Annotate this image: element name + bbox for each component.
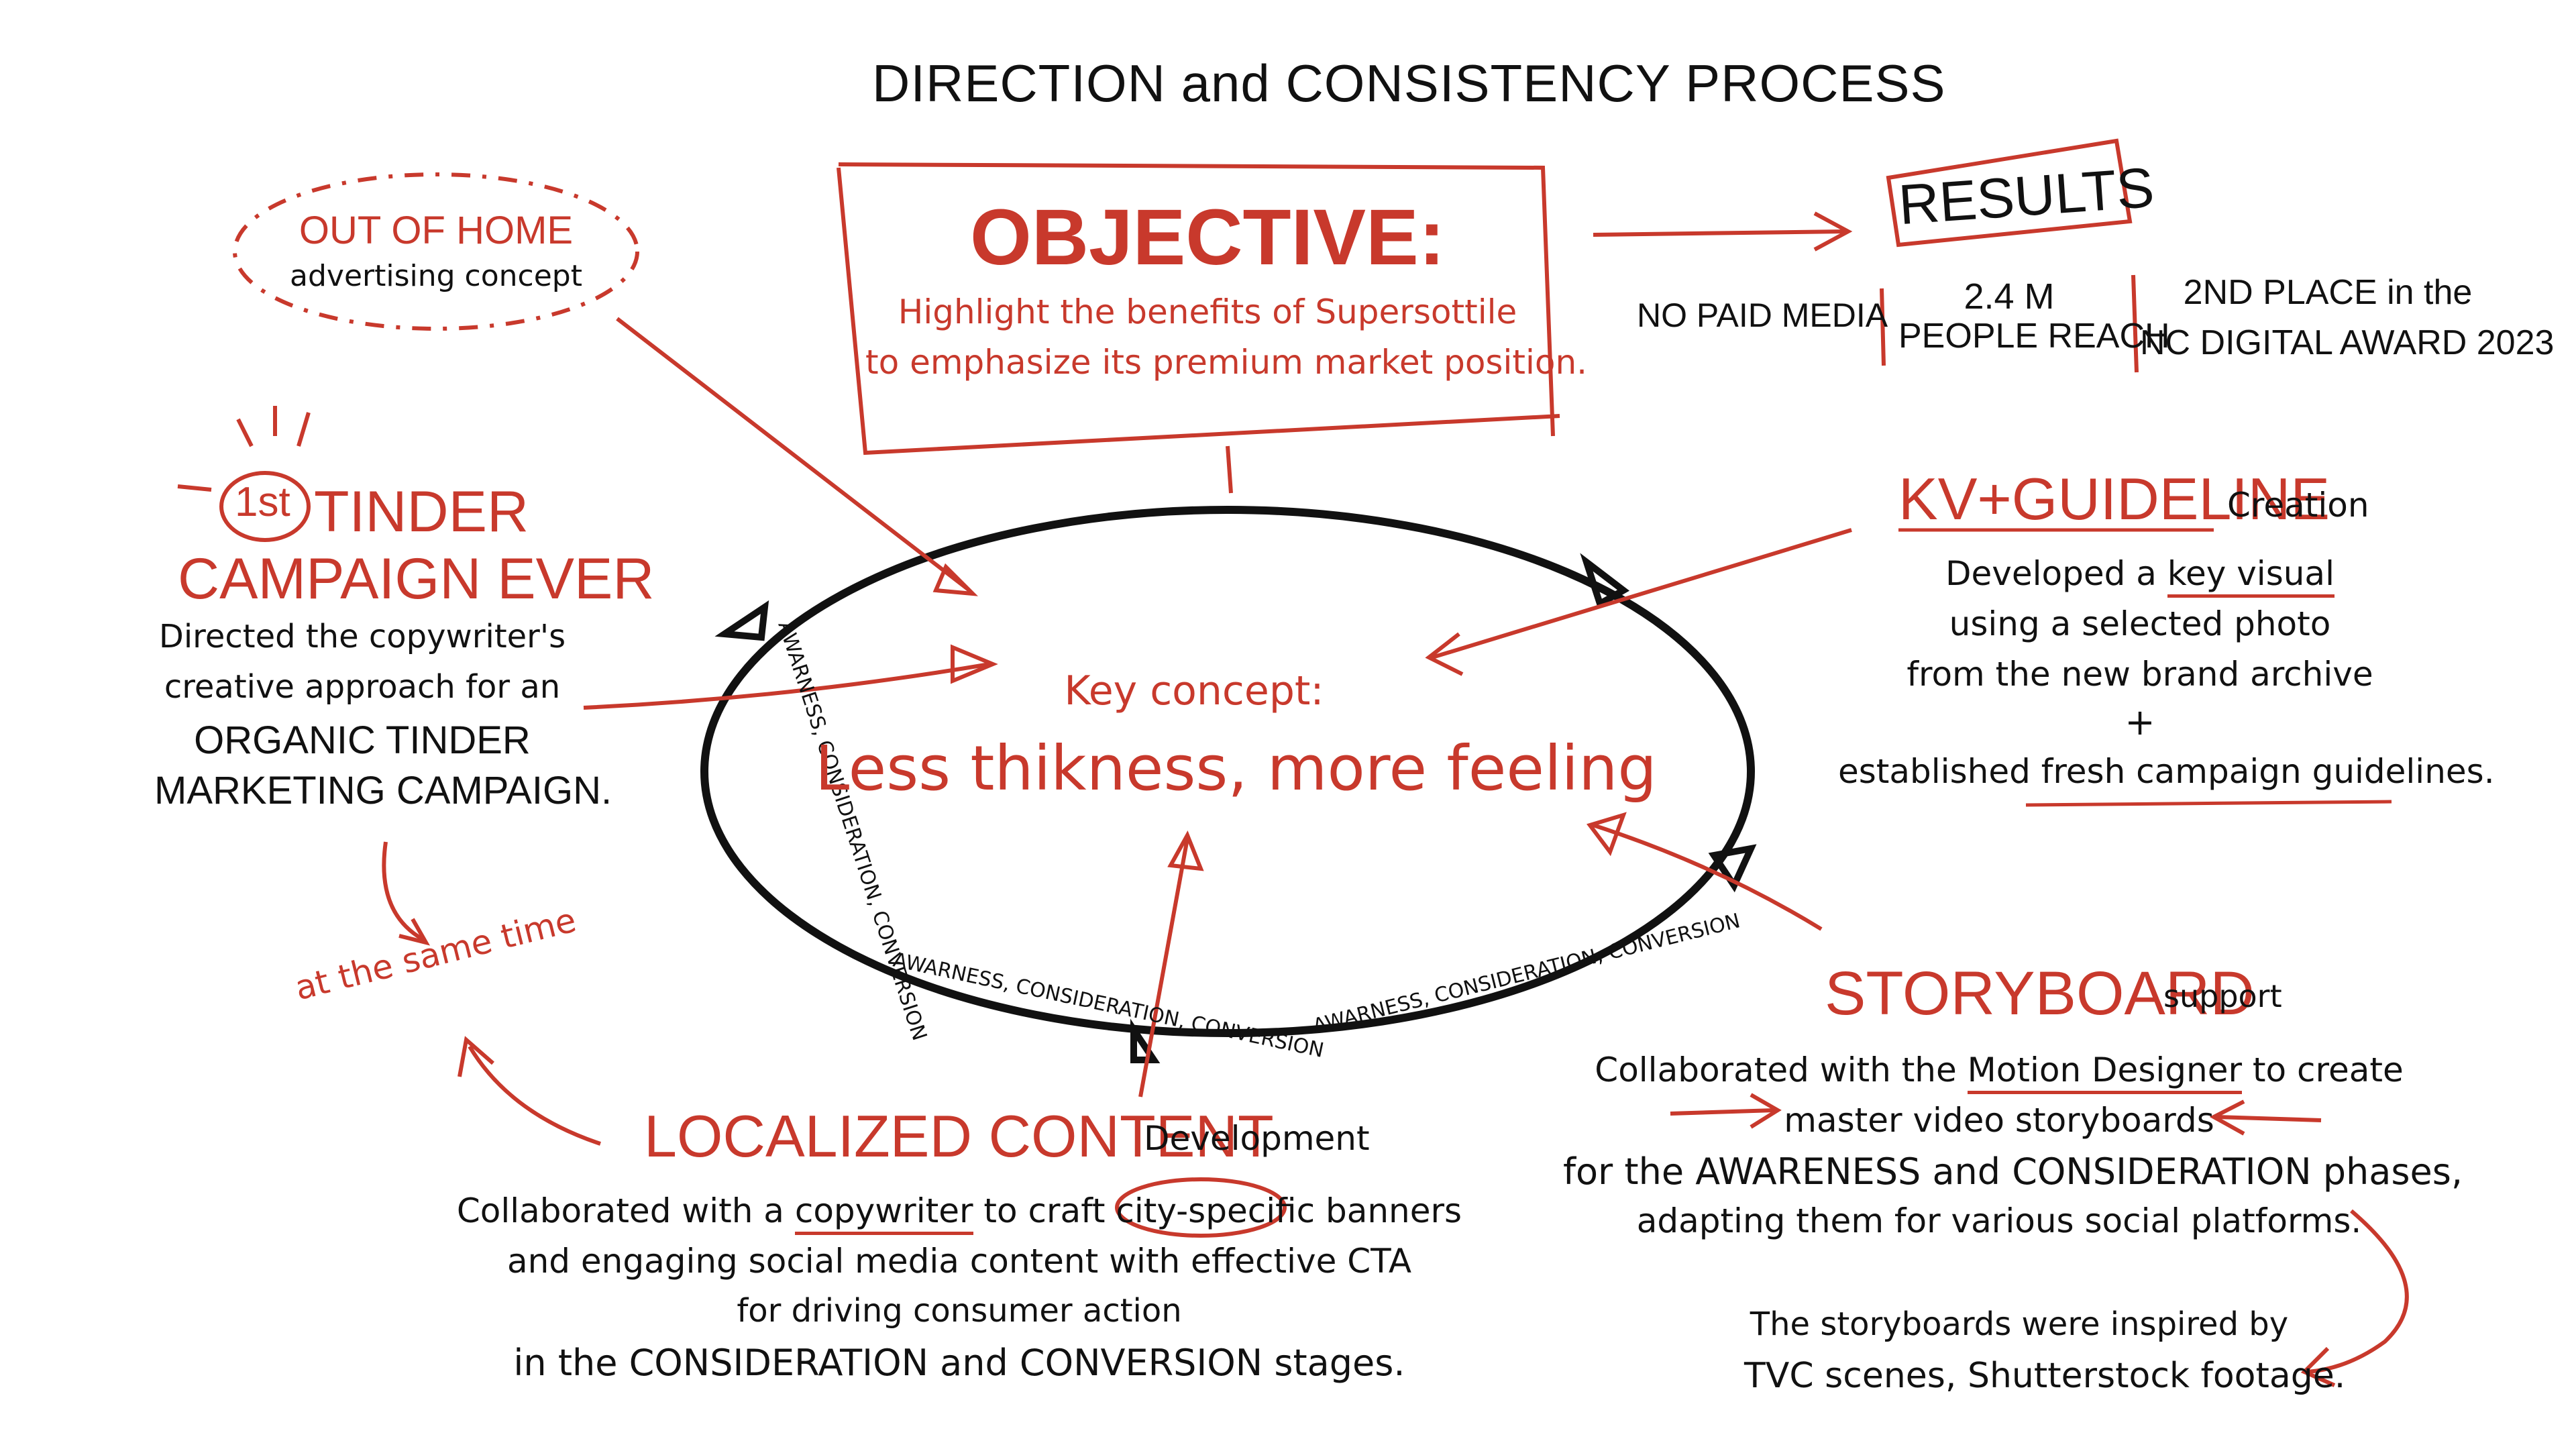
results-item-2-line-2: PEOPLE REACH [1898,317,2170,356]
localized-side-arrow [468,1045,601,1146]
tinder-badge: 1st [235,479,290,525]
localized-heading-suffix: Development [1144,1119,1370,1158]
sb-note-arrowhead [2300,1346,2336,1387]
storyboard-note-2: TVC scenes, Shutterstock footage. [1744,1356,2346,1396]
localized-line-2: and engaging social media content with e… [506,1242,1412,1281]
tinder-arrowhead [951,644,998,684]
kv-line-1: Developed a key visual [1878,554,2402,598]
localized-line-1-e: banners [1315,1191,1462,1230]
storyboard-arrow [1593,823,1823,931]
cycle-text-bottom-mid: AWARNESS, CONSIDERATION, CONVERSION [891,949,1326,1063]
cycle-text-bottom-right: AWARNESS, CONSIDERATION, CONVERSION [1310,909,1742,1038]
localized-line-1-a: Collaborated with a [456,1191,795,1230]
cycle-arrowhead-bottom [1130,1018,1161,1063]
results-item-1: NO PAID MEDIA [1637,297,1888,334]
objective-line-2: to emphasize its premium market position… [865,343,1588,382]
cycle-ellipse [700,506,1755,1037]
localized-line-4: in the CONSIDERATION and CONVERSION stag… [513,1342,1405,1384]
results-divider-2 [2131,274,2139,373]
sb-right-arrow [2216,1115,2322,1122]
storyboard-line-1-post: to create [2242,1051,2404,1089]
cycle-text-left: AWARNESS, CONSIDERATION, CONVERSION [773,619,931,1044]
ooh-arrow [616,317,971,592]
storyboard-arrowhead [1587,812,1627,857]
storyboard-line-2: master video storyboards [1784,1101,2214,1140]
results-box [1886,138,2133,248]
kv-line-3: from the new brand archive [1907,655,2373,694]
results-item-3-line-1: 2ND PLACE in the [2183,273,2473,312]
guidelines-underline [2025,800,2392,807]
localized-line-1: Collaborated with a copywriter to craft … [456,1191,1462,1235]
tinder-heading-2: CAMPAIGN EVER [178,547,655,611]
tinder-arrow [583,662,990,710]
ooh-line-1: OUT OF HOME [299,209,574,252]
cycle-arrowhead-right [1708,844,1757,893]
storyboard-heading-suffix: support [2163,978,2282,1014]
storyboard-line-1: Collaborated with the Motion Designer to… [1563,1051,2435,1094]
ooh-dashed-ellipse [233,172,639,331]
storyboard-motion-designer: Motion Designer [1967,1051,2243,1094]
storyboard-note-1: The storyboards were inspired by [1750,1305,2289,1343]
tinder-down-arrow [382,841,424,941]
localized-side-arrowhead [458,1036,494,1077]
kv-line-1-text: Developed a [1945,554,2167,593]
localized-line-3: for driving consumer action [737,1292,1182,1330]
cycle-arrowhead-left [714,600,769,641]
sb-right-arrowhead [2209,1099,2245,1136]
objective-box [837,162,1560,455]
results-arrowhead [1813,211,1853,252]
first-badge-circle [219,471,311,542]
objective-heading: OBJECTIVE: [969,193,1446,282]
objective-connector [1226,445,1233,494]
tinder-line-3: ORGANIC TINDER [194,718,531,762]
localized-city-specific: city-specific [1116,1191,1316,1230]
kv-key-visual: key visual [2167,554,2334,598]
tinder-line-4: MARKETING CAMPAIGN. [154,769,612,812]
ooh-line-2: advertising concept [290,259,582,293]
city-specific-circle [1115,1177,1287,1238]
kv-plus: + [2125,701,2155,743]
ooh-arrowhead [932,563,978,596]
kv-heading: KV+GUIDELINE [1898,466,2330,532]
kv-heading-suffix: Creation [2227,486,2369,525]
cycle-arrowhead-top [1580,553,1630,609]
badge-ray-1 [236,418,254,447]
key-concept-text: Less thikness, more feeling [815,733,1657,804]
sb-note-arrow [2307,1209,2409,1374]
localized-copywriter: copywriter [794,1191,973,1235]
tinder-line-1: Directed the copywriter's [158,618,566,655]
key-concept-label: Key concept: [1064,667,1324,714]
tinder-down-arrowhead [398,918,431,946]
storyboard-line-4: adapting them for various social platfor… [1636,1201,2362,1240]
results-divider-1 [1880,288,1886,366]
kv-line-4: established fresh campaign guidelines. [1838,752,2495,791]
badge-ray-3 [297,412,311,447]
results-item-3-line-2: NC DIGITAL AWARD 2023 [2140,323,2555,362]
results-item-2-line-1: 2.4 M [1964,276,2055,317]
kv-line-2: using a selected photo [1949,604,2331,643]
tinder-line-2: creative approach for an [164,668,561,706]
storyboard-line-3: for the AWARENESS and CONSIDERATION phas… [1563,1150,2463,1193]
sb-left-arrowhead [1750,1093,1782,1129]
kv-arrow [1432,528,1852,659]
kv-arrowhead [1425,632,1464,676]
results-arrow [1593,229,1845,237]
storyboard-heading: STORYBOARD [1825,959,2255,1028]
localized-up-arrow [1138,838,1189,1097]
page-title: DIRECTION and CONSISTENCY PROCESS [872,54,1946,113]
sb-left-arrow [1670,1108,1775,1116]
localized-heading: LOCALIZED CONTENT [644,1103,1274,1169]
tinder-heading-1: TINDER [314,480,529,544]
storyboard-line-1-pre: Collaborated with the [1595,1051,1968,1089]
localized-line-1-c: to craft [973,1191,1116,1230]
badge-ray-4 [177,484,212,492]
objective-line-1: Highlight the benefits of Supersottile [898,292,1517,331]
localized-up-arrowhead [1167,830,1204,871]
